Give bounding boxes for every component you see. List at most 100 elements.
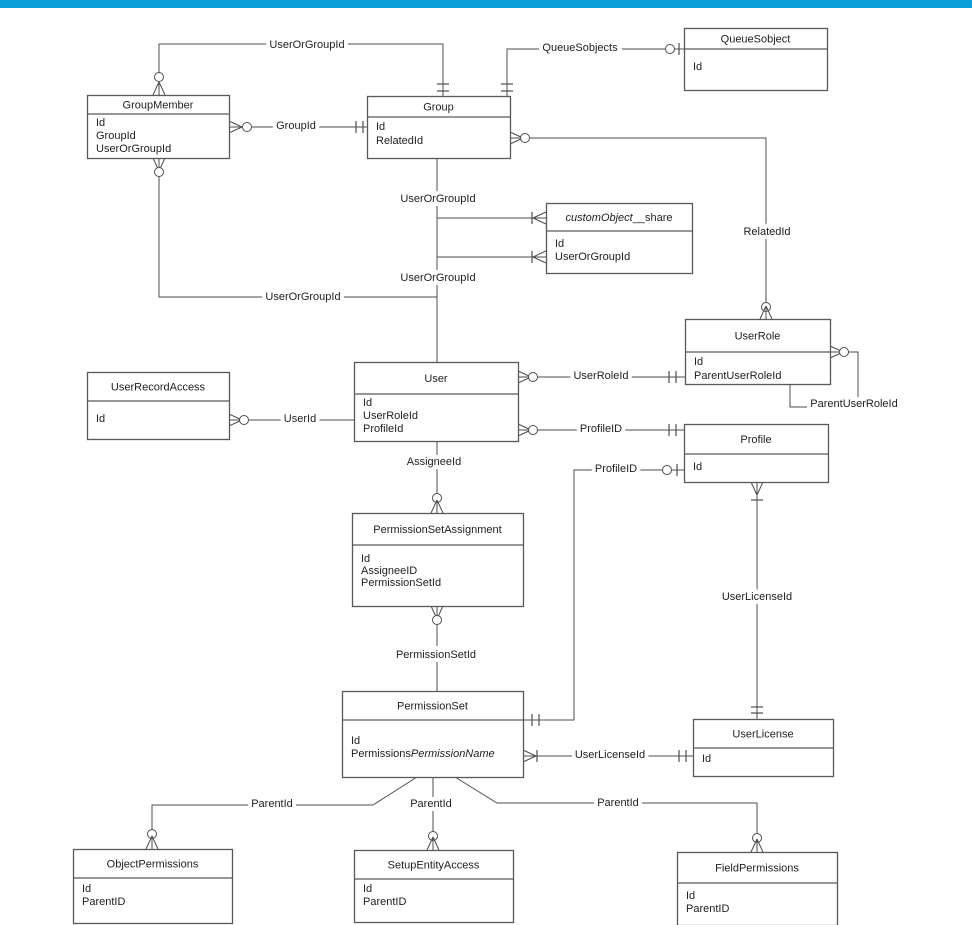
entity-box [676,851,839,925]
entity-field: Id [96,117,105,129]
top-accent-bar [0,0,972,8]
crowfoot-prong [432,836,440,851]
notation-crowfoot [152,81,166,96]
entity-field: Id [702,753,711,765]
notation-circle [432,615,442,625]
edge-permissionset-profile-profileid [523,469,684,721]
entity-field: AssigneeID [361,565,417,577]
crowfoot-prong [522,755,537,763]
crowfoot-prong [522,749,537,757]
crowfoot-prong [532,250,547,258]
notation-circle [520,133,530,143]
entity-box [341,690,525,779]
notation-crowfoot [532,250,547,264]
entity-field: RelatedId [376,135,423,147]
crowfoot-prong [430,499,438,514]
crowfoot-prong [151,835,159,850]
notation-circle [528,425,538,435]
entity-title: ObjectPermissions [107,858,199,870]
notation-crowfoot [532,211,547,225]
notation-crowfoot [522,749,537,763]
entity-box [545,202,694,275]
entity-box [72,848,234,925]
edge-permissionset-fieldpermissions-parentid [454,776,758,852]
entity-title: SetupEntityAccess [388,859,480,871]
entity-box [366,95,512,160]
crowfoot-prong [756,481,764,496]
crowfoot-prong [756,838,764,853]
entity-title: UserRole [735,330,781,342]
entity-box [86,371,231,441]
entity-title: Group [423,101,454,113]
relationship-label: ParentUserRoleId [810,398,897,410]
entity-field: Id [363,397,372,409]
crowfoot-prong [750,838,758,853]
relationship-label: GroupId [276,120,316,132]
relationship-label: RelatedId [743,226,790,238]
entity-field: UserRoleId [363,410,418,422]
entity-title: customObject__share [565,212,672,224]
crowfoot-prong [532,217,547,225]
entity-field: Id [376,121,385,133]
relationship-label: UserOrGroupId [269,39,344,51]
crowfoot-prong [426,836,434,851]
entity-field: Id [686,890,695,902]
notation-circle [239,415,249,425]
entity-title: UserRecordAccess [111,381,206,393]
crowfoot-prong [765,305,773,320]
edge-group-userrole-relatedid [510,137,767,319]
entity-field: UserOrGroupId [96,143,171,155]
edge-groupmember-group-userorgroupid [158,43,444,96]
entity-field: Id [693,61,702,73]
entity-field: Id [96,413,105,425]
relationship-label: UserOrGroupId [400,272,475,284]
entity-box [86,94,231,160]
entity-box [353,849,515,924]
notation-crowfoot [750,481,764,496]
entity-field: ParentID [82,896,125,908]
entity-field: Id [351,735,360,747]
crowfoot-prong [436,499,444,514]
entity-title: User [424,373,448,385]
entity-title: Profile [740,434,771,446]
entity-field: Id [555,238,564,250]
relationship-label: UserLicenseId [575,749,645,761]
notation-circle [528,372,538,382]
relationship-label: UserOrGroupId [400,193,475,205]
entity-field: GroupId [96,130,136,142]
entity-permission-set-assignment: PermissionSetAssignmentIdAssigneeIDPermi… [351,512,525,608]
entity-title: PermissionSet [397,700,468,712]
notation-circle [154,167,164,177]
entity-title: GroupMember [123,99,194,111]
crowfoot-prong [759,305,767,320]
crowfoot-prong [228,120,243,128]
notation-crowfoot [228,120,243,134]
entity-profile: ProfileId [683,423,830,484]
relationship-label: ParentId [410,798,452,810]
relationship-label: ParentId [251,798,293,810]
entity-field: ParentID [363,896,406,908]
crowfoot-prong [750,481,758,496]
entity-field: ProfileId [363,423,403,435]
entity-title: FieldPermissions [715,862,799,874]
entity-field: Id [363,883,372,895]
entity-user-license: UserLicenseId [692,718,835,778]
notation-crowfoot [750,838,764,853]
notation-circle [154,72,164,82]
relationship-label: ProfileID [595,463,637,475]
entity-box [351,512,525,608]
notation-crowfoot [145,835,159,850]
relationship-label: ProfileID [580,423,622,435]
